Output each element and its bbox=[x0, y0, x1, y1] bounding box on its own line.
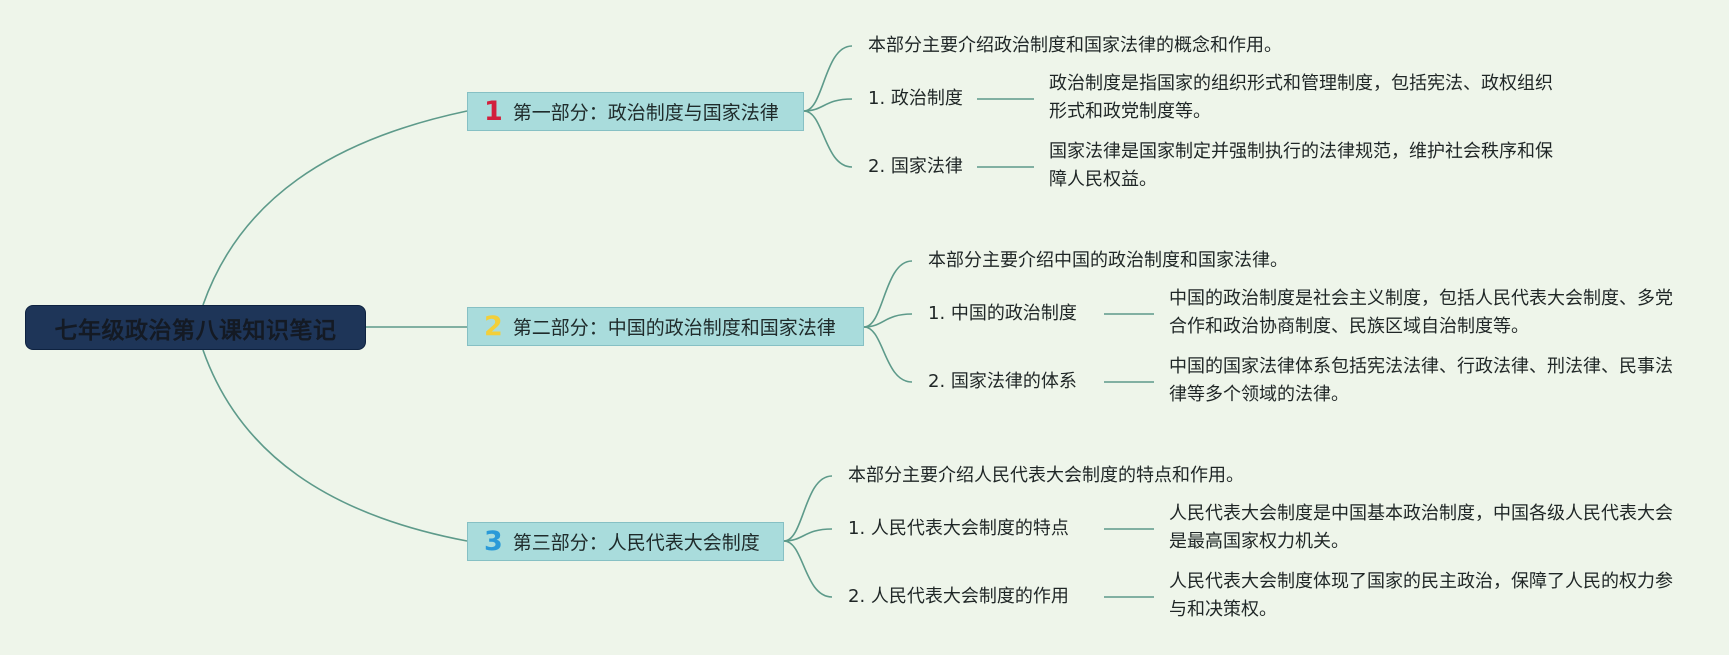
section-1-item-1-label: 1. 政治制度 bbox=[868, 88, 963, 109]
connector-section-1-child-1 bbox=[803, 45, 853, 112]
section-1-item-1-detail: 政治制度是指国家的组织形式和管理制度，包括宪法、政权组织形式和政党制度等。 bbox=[1049, 73, 1553, 122]
section-3-item-1-label: 1. 人民代表大会制度的特点 bbox=[848, 518, 1069, 539]
section-2-item-2-label: 2. 国家法律的体系 bbox=[928, 371, 1077, 392]
branch-section-2[interactable]: 2 第二部分：中国的政治制度和国家法律 bbox=[467, 307, 864, 346]
branch-section-1[interactable]: 1 第一部分：政治制度与国家法律 bbox=[467, 92, 804, 131]
section-1-item-2-label: 2. 国家法律 bbox=[868, 156, 963, 177]
section-title-3: 第三部分：人民代表大会制度 bbox=[512, 532, 760, 554]
section-number-2: 2 bbox=[484, 311, 503, 342]
branch-section-3[interactable]: 3 第三部分：人民代表大会制度 bbox=[467, 522, 784, 561]
connector-section-2-child-2 bbox=[863, 313, 913, 328]
connector-section-3-child-3 bbox=[783, 540, 833, 598]
section-3-item-2-label: 2. 人民代表大会制度的作用 bbox=[848, 586, 1069, 607]
connector-root-section-3 bbox=[202, 349, 468, 542]
section-3-item-1-detail: 人民代表大会制度是中国基本政治制度，中国各级人民代表大会是最高国家权力机关。 bbox=[1169, 503, 1673, 552]
section-2-item-2-detail: 中国的国家法律体系包括宪法法律、行政法律、刑法律、民事法律等多个领域的法律。 bbox=[1169, 356, 1673, 405]
connector-section-3-child-1 bbox=[783, 475, 833, 542]
section-2-item-1-detail: 中国的政治制度是社会主义制度，包括人民代表大会制度、多党合作和政治协商制度、民族… bbox=[1169, 288, 1673, 337]
connector-section-2-child-1 bbox=[863, 260, 913, 328]
root-title: 七年级政治第八课知识笔记 bbox=[54, 317, 337, 344]
section-title-2: 第二部分：中国的政治制度和国家法律 bbox=[512, 317, 836, 339]
section-2-intro: 本部分主要介绍中国的政治制度和国家法律。 bbox=[928, 250, 1288, 271]
section-2-item-1-label: 1. 中国的政治制度 bbox=[928, 303, 1077, 324]
section-3-item-2-detail: 人民代表大会制度体现了国家的民主政治，保障了人民的权力参与和决策权。 bbox=[1169, 571, 1673, 620]
section-1-item-2-detail: 国家法律是国家制定并强制执行的法律规范，维护社会秩序和保障人民权益。 bbox=[1049, 141, 1553, 190]
section-number-3: 3 bbox=[484, 526, 503, 557]
section-1-intro: 本部分主要介绍政治制度和国家法律的概念和作用。 bbox=[868, 35, 1282, 56]
section-title-1: 第一部分：政治制度与国家法律 bbox=[512, 102, 779, 124]
connector-root-section-1 bbox=[202, 110, 468, 306]
connector-section-1-child-2 bbox=[803, 98, 853, 112]
section-3-intro: 本部分主要介绍人民代表大会制度的特点和作用。 bbox=[848, 465, 1244, 486]
connector-section-2-child-3 bbox=[863, 326, 913, 383]
connector-section-1-child-3 bbox=[803, 110, 853, 168]
root-node[interactable]: 七年级政治第八课知识笔记 bbox=[25, 305, 366, 350]
section-number-1: 1 bbox=[484, 96, 503, 127]
connector-section-3-child-2 bbox=[783, 528, 833, 542]
